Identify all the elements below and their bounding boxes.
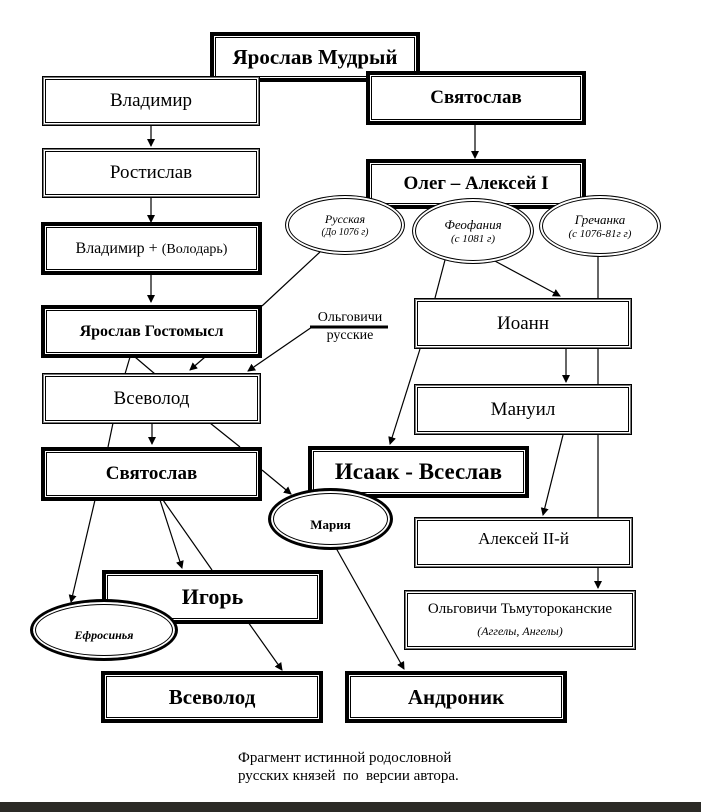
wife-russkaya[interactable]: Русская (До 1076 г): [285, 195, 405, 255]
node-label: Алексей II-й: [478, 528, 569, 548]
node-vsevolod-mid[interactable]: Всеволод: [42, 373, 261, 424]
node-label: Иоанн: [497, 312, 549, 334]
node-vsevolod-bottom[interactable]: Всеволод: [101, 671, 323, 723]
arrow-igor-vsevolod: [247, 621, 283, 671]
node-svyatoslav-top[interactable]: Святослав: [366, 71, 586, 125]
node-label-sub: (Аггелы, Ангелы): [477, 624, 563, 638]
node-andronik[interactable]: Андроник: [345, 671, 567, 723]
wife-name: Ефросинья: [74, 627, 134, 642]
link-feofaniya-ioann-left: [434, 259, 446, 299]
arrow-mariya-andronik: [335, 547, 405, 670]
node-label: Ярослав Мудрый: [232, 44, 398, 69]
link-vsevolod-svyatoslav-left: [107, 422, 114, 448]
wife-mariya[interactable]: Мария: [268, 488, 393, 550]
node-label: Владимир: [109, 90, 193, 111]
node-label-main: Ольговичи Тьмутороканские: [427, 601, 613, 617]
link-gostomysl-vsevolod-a: [124, 356, 131, 375]
diagram-caption: Фрагмент истинной родословной русских кн…: [238, 749, 459, 785]
caption-line1: Фрагмент истинной родословной: [238, 750, 452, 766]
node-rostislav[interactable]: Ростислав: [42, 148, 260, 198]
arrow-olgovichi-vsevolod: [247, 326, 313, 372]
node-label: Игорь: [181, 584, 244, 609]
wife-name: Гречанка: [574, 212, 626, 227]
wife-date: (с 1081 г): [451, 233, 495, 245]
arrow-svyatoslav-igor: [159, 499, 184, 569]
node-aleksei-2[interactable]: Алексей II-й: [414, 517, 633, 568]
node-label: Всеволод: [113, 387, 190, 409]
node-label: Исаак - Всеслав: [334, 459, 503, 484]
wife-name: Русская: [324, 212, 366, 226]
link-vsevolod-svyatoslav-right: [209, 422, 241, 448]
node-vladimir-volodar[interactable]: Владимир + (Володарь): [41, 222, 262, 275]
node-yaroslav-gostomysl[interactable]: Ярослав Гостомысл: [41, 305, 262, 358]
node-label: Ярослав Гостомысл: [79, 322, 224, 340]
node-vladimir[interactable]: Владимир: [42, 76, 260, 126]
node-label: Андроник: [407, 684, 505, 709]
node-label: Олег – Алексей I: [403, 173, 549, 194]
node-label: Святослав: [430, 87, 522, 108]
label-line1: Ольговичи: [317, 310, 383, 325]
caption-line2: русских князей по версии автора.: [238, 768, 459, 784]
wife-efrosinya[interactable]: Ефросинья: [30, 599, 178, 661]
wife-date: (До 1076 г): [321, 227, 369, 238]
node-label: Владимир + (Володарь): [76, 240, 228, 258]
link-russkaya-gostomysl: [261, 251, 321, 307]
node-label-sub: (Володарь): [161, 241, 228, 257]
wife-name: Мария: [310, 517, 351, 532]
node-manuil[interactable]: Мануил: [414, 384, 632, 435]
arrow-feofaniya-ioann: [492, 259, 561, 297]
arrow-svyatoslav-mariya: [261, 469, 292, 495]
node-label-main: Владимир +: [75, 239, 162, 257]
label-olgovichi-russkie: Ольговичи русские: [300, 310, 400, 344]
arrow-manuil-aleksei: [540, 434, 564, 516]
arrow-ioann-isaak: [388, 348, 421, 445]
arrow-gostomysl-vsevolod: [189, 356, 206, 371]
node-olgovichi-tmutorokanskie[interactable]: Ольговичи Тьмутороканские (Аггелы, Ангел…: [404, 590, 636, 650]
link-svyatoslav-igor-diag: [162, 499, 213, 571]
wife-feofaniya[interactable]: Феофания (с 1081 г): [412, 198, 534, 264]
arrow-svyatoslav-efrosinya: [68, 499, 96, 603]
wife-grechanka[interactable]: Гречанка (с 1076-81г г): [539, 195, 661, 257]
node-svyatoslav-mid[interactable]: Святослав: [41, 447, 262, 501]
node-label: Всеволод: [168, 684, 256, 709]
wife-name: Феофания: [444, 217, 502, 232]
node-ioann[interactable]: Иоанн: [414, 298, 632, 349]
label-line2: русские: [326, 328, 374, 343]
node-label: Святослав: [105, 463, 198, 484]
node-label: Мануил: [490, 398, 556, 420]
wife-date: (с 1076-81г г): [568, 228, 632, 240]
node-label: Ростислав: [109, 162, 193, 183]
bottom-bar: [0, 802, 701, 812]
link-gostomysl-vsevolod-b: [134, 356, 156, 375]
